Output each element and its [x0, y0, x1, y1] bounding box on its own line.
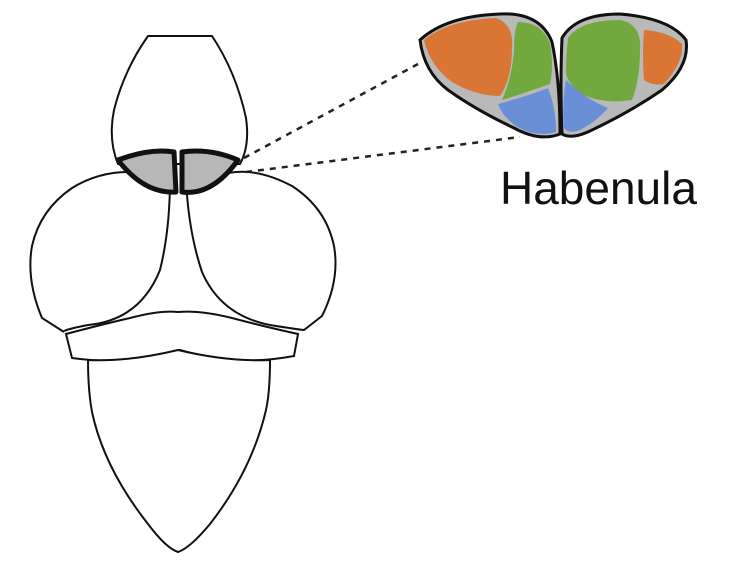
- leader-line-bottom: [246, 137, 520, 172]
- leader-line-top: [244, 64, 418, 158]
- right-green-region: [566, 20, 640, 101]
- forebrain-lobe: [112, 36, 247, 164]
- brain-outline: [30, 36, 335, 552]
- habenula-label: Habenula: [500, 162, 697, 214]
- left-optic-tectum: [30, 172, 170, 332]
- habenula-inset: [420, 14, 687, 137]
- hindbrain: [88, 350, 270, 552]
- right-optic-tectum: [186, 172, 336, 330]
